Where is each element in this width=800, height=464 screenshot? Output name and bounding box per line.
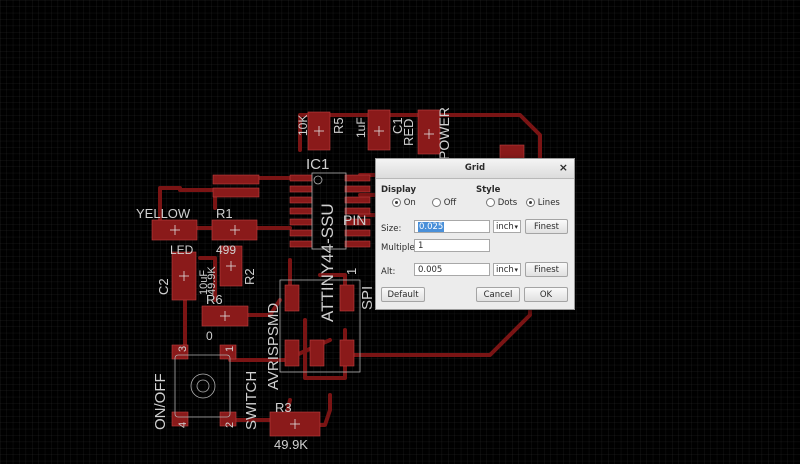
label-led: LED [170,243,194,257]
radio-selected-icon [526,198,535,207]
label-r3: R3 [275,400,292,415]
multiple-label: Multiple: [381,243,418,253]
label-pin: PIN [343,212,366,228]
label-avrispsmd: AVRISPSMD [265,303,282,390]
label-onoff: ON/OFF [152,373,169,430]
cancel-button[interactable]: Cancel [476,287,520,302]
alt-finest-label: Finest [533,265,559,275]
style-lines-radio[interactable]: Lines [526,198,560,208]
alt-label: Alt: [381,267,396,277]
close-icon[interactable]: × [558,161,568,174]
label-pin4: 4 [177,422,189,428]
dialog-title: Grid [464,163,486,173]
size-unit-value: inch [496,222,514,232]
size-label: Size: [381,224,402,234]
label-r5: R5 [331,117,346,134]
label-red: RED [401,119,416,146]
size-finest-button[interactable]: Finest [525,219,568,234]
label-499: 499 [216,243,236,257]
size-finest-label: Finest [533,222,559,232]
alt-finest-button[interactable]: Finest [525,262,568,277]
size-value: 0.025 [418,222,445,232]
multiple-value: 1 [418,241,424,251]
dialog-titlebar[interactable]: Grid × [376,159,574,179]
default-button[interactable]: Default [381,287,425,302]
chevron-down-icon: ▾ [514,266,518,274]
label-spi: SPI [359,286,376,310]
default-label: Default [387,290,419,300]
style-dots-label: Dots [497,198,518,208]
ok-label: OK [539,290,553,300]
label-ic1: IC1 [306,156,329,173]
display-heading: Display [381,185,417,195]
label-r3-value: 49.9K [274,437,308,452]
display-off-radio[interactable]: Off [432,198,456,208]
label-yellow: YELLOW [136,206,191,221]
label-10k: 10K [296,115,310,136]
label-r1: R1 [216,206,233,221]
display-on-radio[interactable]: On [392,198,416,208]
pcb-outlines [174,172,361,418]
ok-button[interactable]: OK [524,287,568,302]
display-on-label: On [403,198,416,208]
label-r6: R6 [206,292,223,307]
radio-unselected-icon [432,198,441,207]
label-zero: 0 [206,329,213,343]
radio-unselected-icon [486,198,495,207]
label-attiny: ATTINY44-SSU [318,203,337,322]
label-c2: C2 [156,278,171,295]
radio-selected-icon [392,198,401,207]
cancel-label: Cancel [483,290,513,300]
chevron-down-icon: ▾ [514,223,518,231]
label-10uf: 10uF [198,270,210,295]
grid-dialog[interactable]: Grid × Display Style On Off Dots Lines S… [375,158,575,310]
label-one: 1 [344,268,359,275]
display-off-label: Off [443,198,457,208]
alt-unit-select[interactable]: inch ▾ [493,263,521,276]
label-switch: SWITCH [243,371,260,430]
label-pin2: 2 [224,422,236,428]
label-power: POWER [436,107,452,160]
size-unit-select[interactable]: inch ▾ [493,220,521,233]
style-heading: Style [476,185,501,195]
style-dots-radio[interactable]: Dots [486,198,517,208]
size-input[interactable]: 0.025 [414,220,490,233]
pcb-pads [151,109,525,437]
label-pin1: 1 [224,346,236,352]
pcb-labels: YELLOW R1 LED 499 R2 49.9K 10uF C2 R6 0 … [136,107,452,452]
label-c1: C1 [390,117,405,134]
multiple-input[interactable]: 1 [414,239,490,252]
pad-marks [170,126,434,429]
label-r2: R2 [242,268,257,285]
style-lines-label: Lines [537,198,560,208]
alt-unit-value: inch [496,265,514,275]
label-499k: 49.9K [206,266,218,295]
label-pin3: 3 [177,346,189,352]
alt-input[interactable]: 0.005 [414,263,490,276]
alt-value: 0.005 [418,265,443,275]
label-1uf: 1uF [354,117,368,138]
